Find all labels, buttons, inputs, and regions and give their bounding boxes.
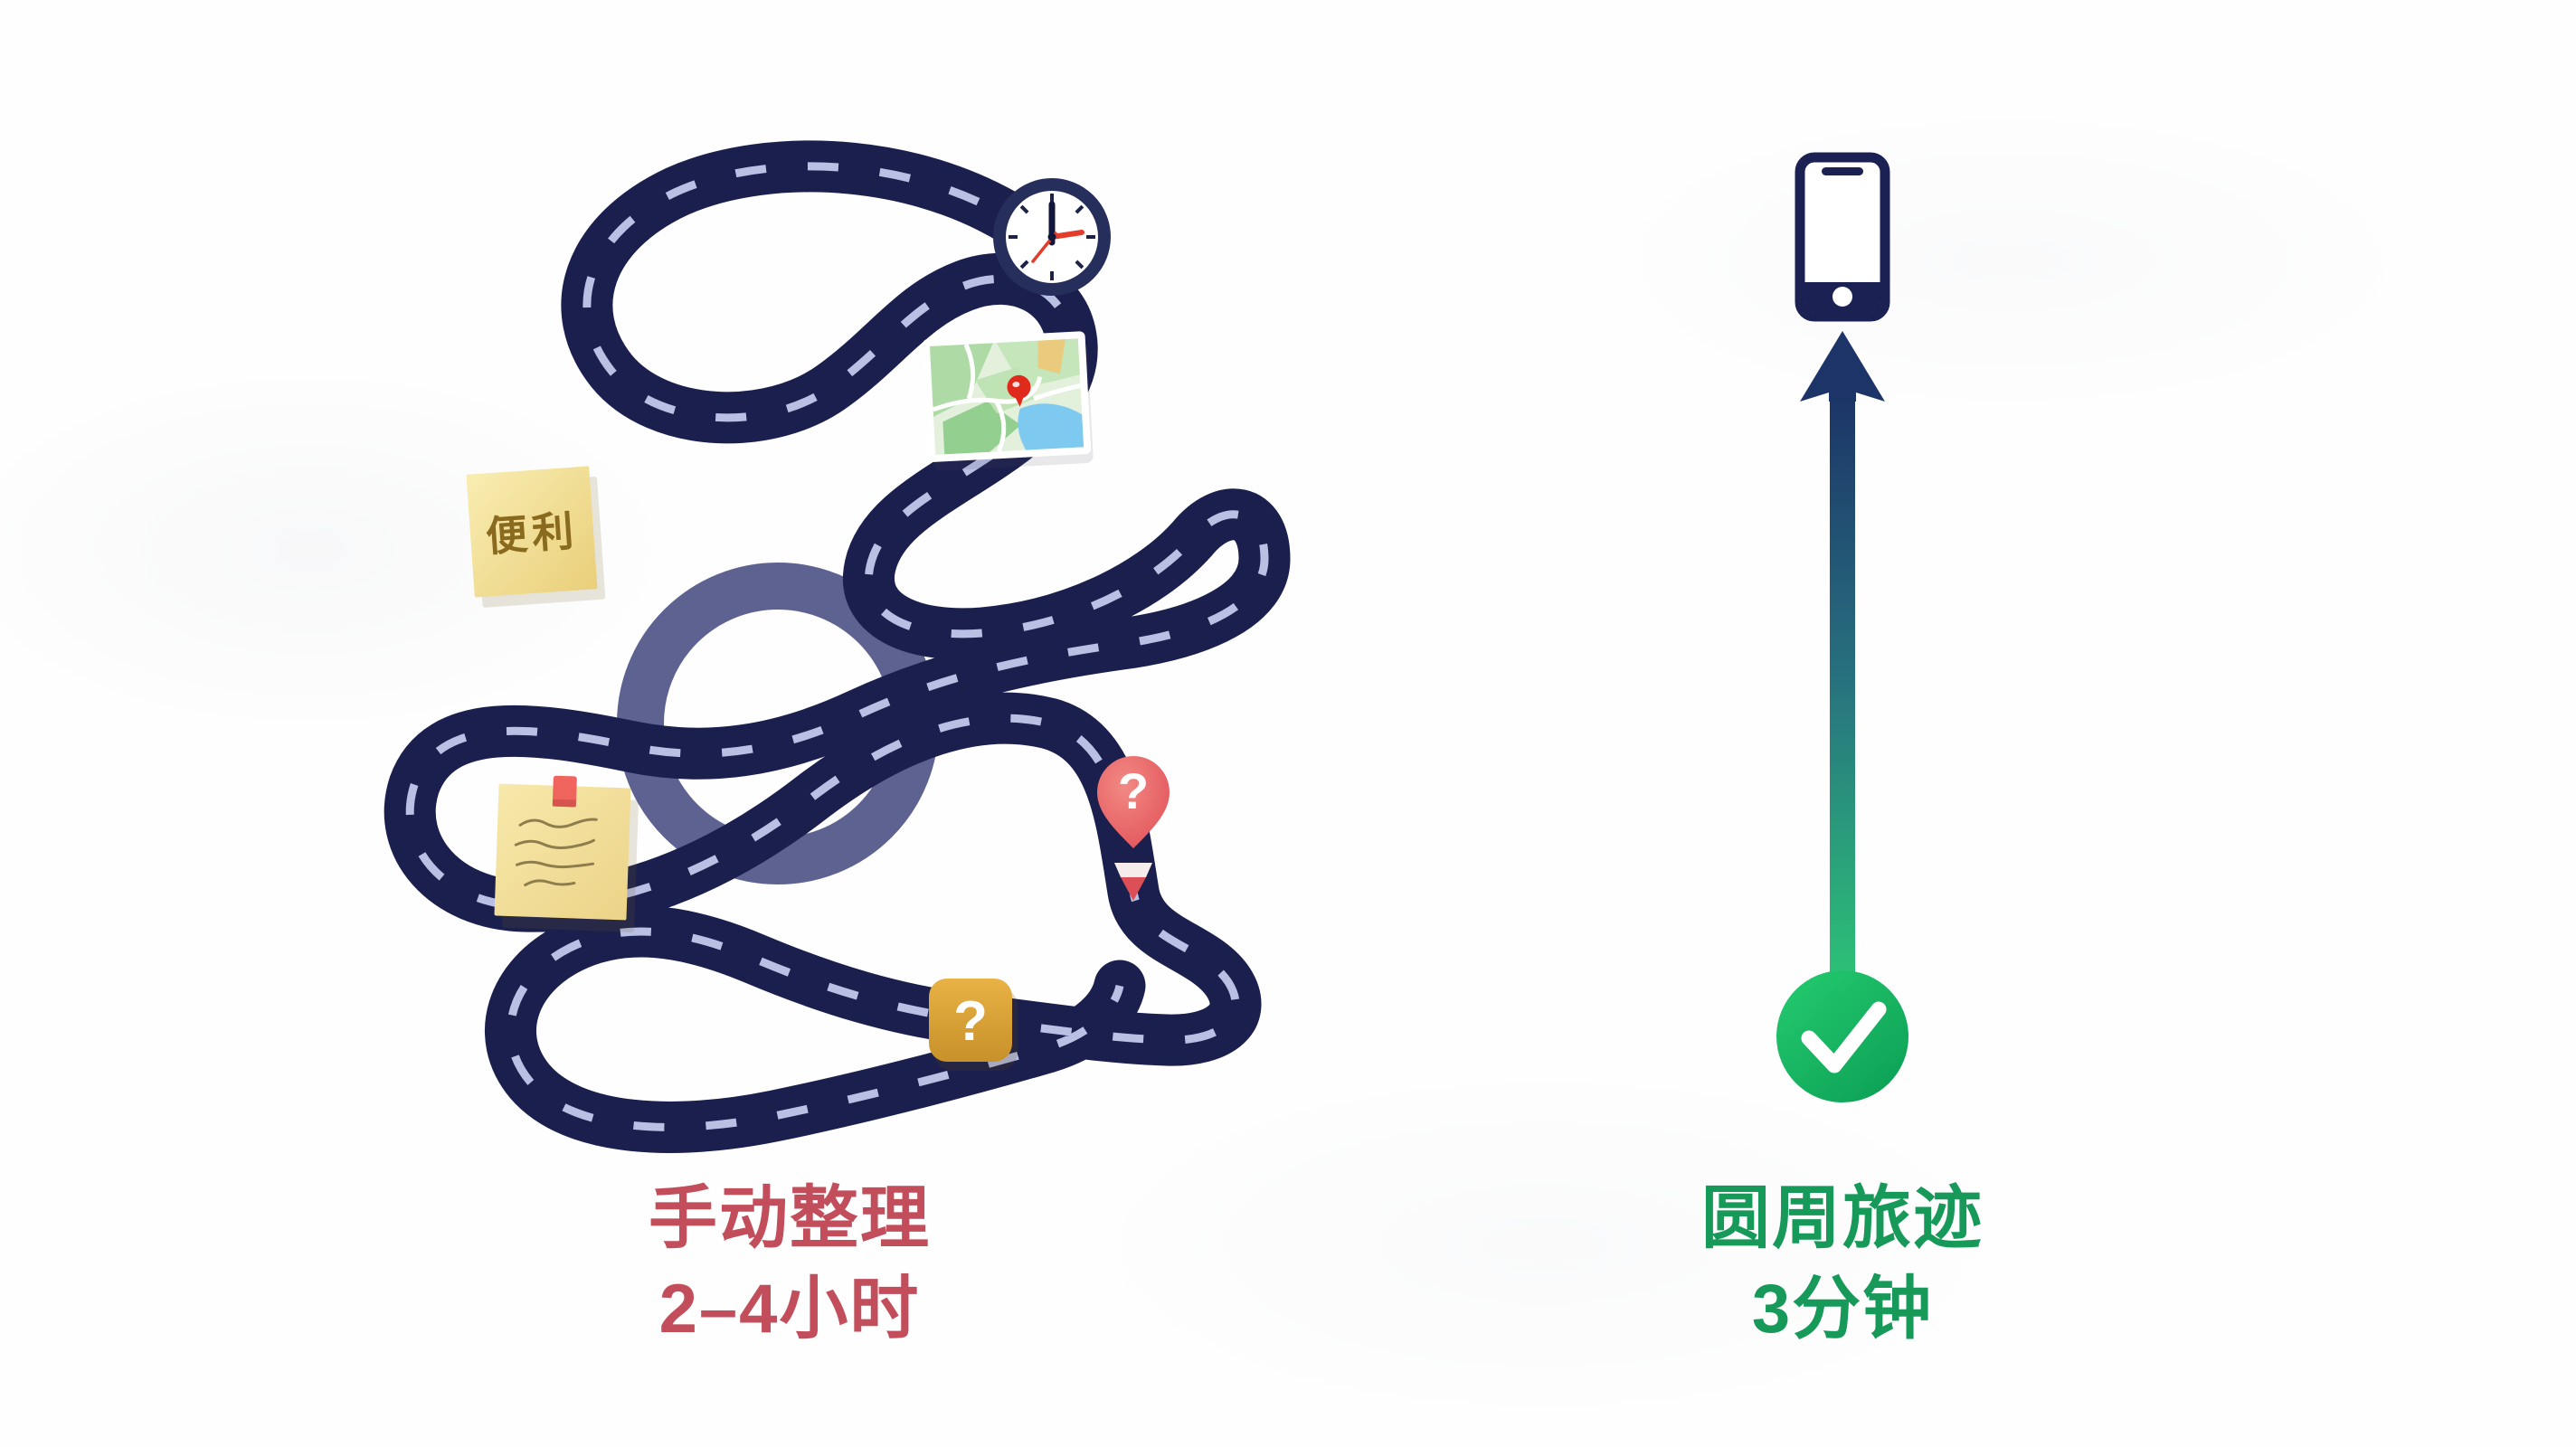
right-caption-line2: 3分钟 [1751, 1271, 1934, 1348]
note-scribbles [514, 818, 598, 887]
question-pin-icon: ? [1097, 756, 1170, 901]
map-icon [922, 331, 1094, 471]
road-surface [384, 140, 1291, 1153]
pinned-note-icon [494, 775, 639, 932]
question-pin-text: ? [1118, 762, 1149, 819]
sticky-note-icon: 便利 [466, 466, 606, 608]
phone-icon [1795, 152, 1890, 322]
note-tape [552, 775, 577, 808]
question-sign-icon: ? [929, 979, 1018, 1071]
question-sign-text: ? [953, 990, 988, 1053]
left-caption-line2: 2–4小时 [658, 1271, 921, 1348]
sticky-note-text: 便利 [484, 507, 579, 561]
check-circle-icon [1776, 970, 1908, 1102]
road-center-line [405, 162, 1269, 1131]
check-mark [1801, 1001, 1887, 1073]
arrow-head [1800, 331, 1885, 402]
arrow-shaft [1830, 398, 1855, 975]
right-caption-line1: 圆周旅迹 [1701, 1180, 1984, 1257]
left-caption-line1: 手动整理 [649, 1180, 931, 1257]
clock-icon [993, 178, 1111, 296]
straight-up-arrow [1800, 331, 1885, 975]
map-pin-icon [1007, 374, 1031, 407]
winding-road [384, 140, 1291, 1153]
left-caption: 手动整理 2–4小时 [500, 1174, 1079, 1355]
phone-notch [1822, 167, 1863, 175]
phone-home-button [1833, 287, 1852, 307]
clock-minute-hand [1049, 230, 1084, 240]
right-caption: 圆周旅迹 3分钟 [1553, 1174, 2132, 1355]
